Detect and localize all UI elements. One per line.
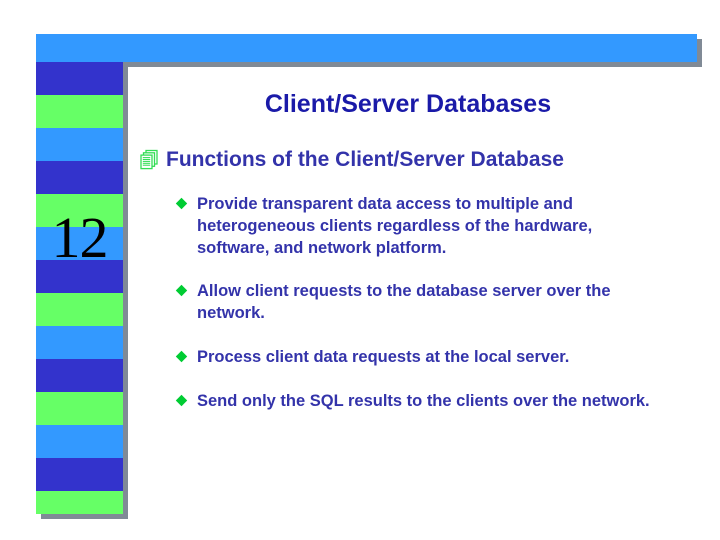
slide-content: Client/Server Databases Functions of: [130, 66, 710, 526]
section-heading: Functions of the Client/Server Database: [130, 147, 710, 172]
section-heading-label: Functions of the Client/Server Database: [166, 148, 564, 171]
top-banner-bar: [36, 34, 697, 62]
decor-stripe: [36, 425, 123, 458]
list-item-label: Send only the SQL results to the clients…: [197, 391, 650, 410]
bullet-list: Provide transparent data access to multi…: [130, 194, 710, 412]
diamond-bullet-icon: [175, 350, 197, 363]
list-item-label: Process client data requests at the loca…: [197, 348, 570, 367]
diamond-bullet-icon: [175, 284, 197, 297]
decor-stripe: [36, 359, 123, 392]
list-item: Send only the SQL results to the clients…: [175, 391, 710, 413]
list-item: Provide transparent data access to multi…: [175, 194, 710, 259]
decor-stripe: [36, 491, 123, 514]
decor-stripe: [36, 392, 123, 425]
decor-stripe: [36, 326, 123, 359]
list-item-label: Allow client requests to the database se…: [197, 282, 611, 323]
slide-number: 12: [51, 205, 109, 270]
diamond-bullet-icon: [175, 394, 197, 407]
decor-stripe: [36, 293, 123, 326]
decor-stripe: [36, 458, 123, 491]
list-item-label: Provide transparent data access to multi…: [197, 195, 593, 257]
decor-stripe: [36, 260, 123, 293]
list-item: Process client data requests at the loca…: [175, 347, 710, 369]
decor-stripe: [36, 62, 123, 95]
decor-stripe: [36, 128, 123, 161]
page-title: Client/Server Databases: [264, 90, 552, 118]
decor-stripe: [36, 194, 123, 227]
decor-stripe: [36, 95, 123, 128]
side-stripe-column: [36, 62, 123, 514]
diamond-bullet-icon: [175, 197, 197, 210]
decor-stripe: [36, 161, 123, 194]
stacked-pages-icon: [140, 149, 166, 171]
list-item: Allow client requests to the database se…: [175, 281, 710, 325]
decor-stripe: [36, 227, 123, 260]
